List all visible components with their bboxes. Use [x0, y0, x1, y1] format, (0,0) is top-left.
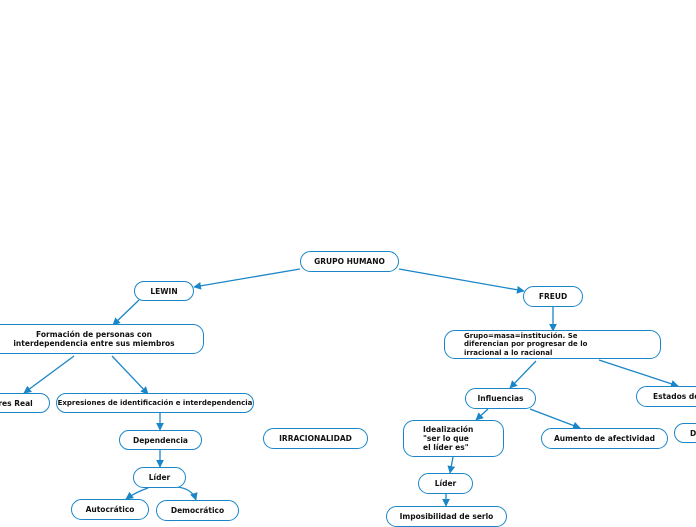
- connector-formacion-expresiones: [111, 355, 149, 395]
- node-aumento[interactable]: Aumento de afectividad: [541, 428, 668, 449]
- connector-grupo-lewin: [193, 268, 301, 290]
- connector-influencias-idealizacion: [475, 408, 489, 421]
- node-idealizacion[interactable]: Idealización "ser lo que el líder es": [403, 420, 504, 457]
- node-democratico[interactable]: Democrático: [156, 500, 239, 521]
- node-expresiones[interactable]: Expresiones de identificación e interdep…: [56, 393, 254, 413]
- node-influencias[interactable]: Influencias: [465, 388, 536, 409]
- node-lider-lewin[interactable]: Líder: [133, 467, 186, 488]
- connector-influencias-aumento: [529, 408, 581, 430]
- node-lewin[interactable]: LEWIN: [134, 281, 194, 301]
- connector-idealizacion-lider: [447, 456, 456, 474]
- node-grupo-masa[interactable]: Grupo=masa=institución. Se diferencian p…: [444, 330, 661, 359]
- connector-grupomasa-influencias: [509, 360, 537, 389]
- connector-formacion-seres: [23, 355, 75, 394]
- node-d[interactable]: D: [674, 423, 696, 443]
- connector-lider-democratico: [175, 486, 198, 501]
- connector-grupomasa-estados: [598, 359, 679, 388]
- node-freud[interactable]: FREUD: [523, 286, 583, 307]
- node-dependencia[interactable]: Dependencia: [119, 430, 202, 450]
- node-formacion[interactable]: Formación de personas con interdependenc…: [0, 324, 204, 354]
- node-irracionalidad[interactable]: IRRACIONALIDAD: [263, 428, 368, 449]
- node-autocratico[interactable]: Autocrático: [71, 499, 149, 520]
- node-estados[interactable]: Estados de co: [636, 386, 696, 407]
- node-grupo-humano[interactable]: GRUPO HUMANO: [300, 251, 399, 272]
- node-imposibilidad[interactable]: Imposibilidad de serlo: [386, 506, 507, 527]
- connector-lewin-formacion: [112, 299, 140, 326]
- connector-lider-autocratico: [125, 487, 149, 500]
- node-lider-freud[interactable]: Líder: [418, 473, 473, 494]
- connector-grupo-freud: [398, 268, 525, 294]
